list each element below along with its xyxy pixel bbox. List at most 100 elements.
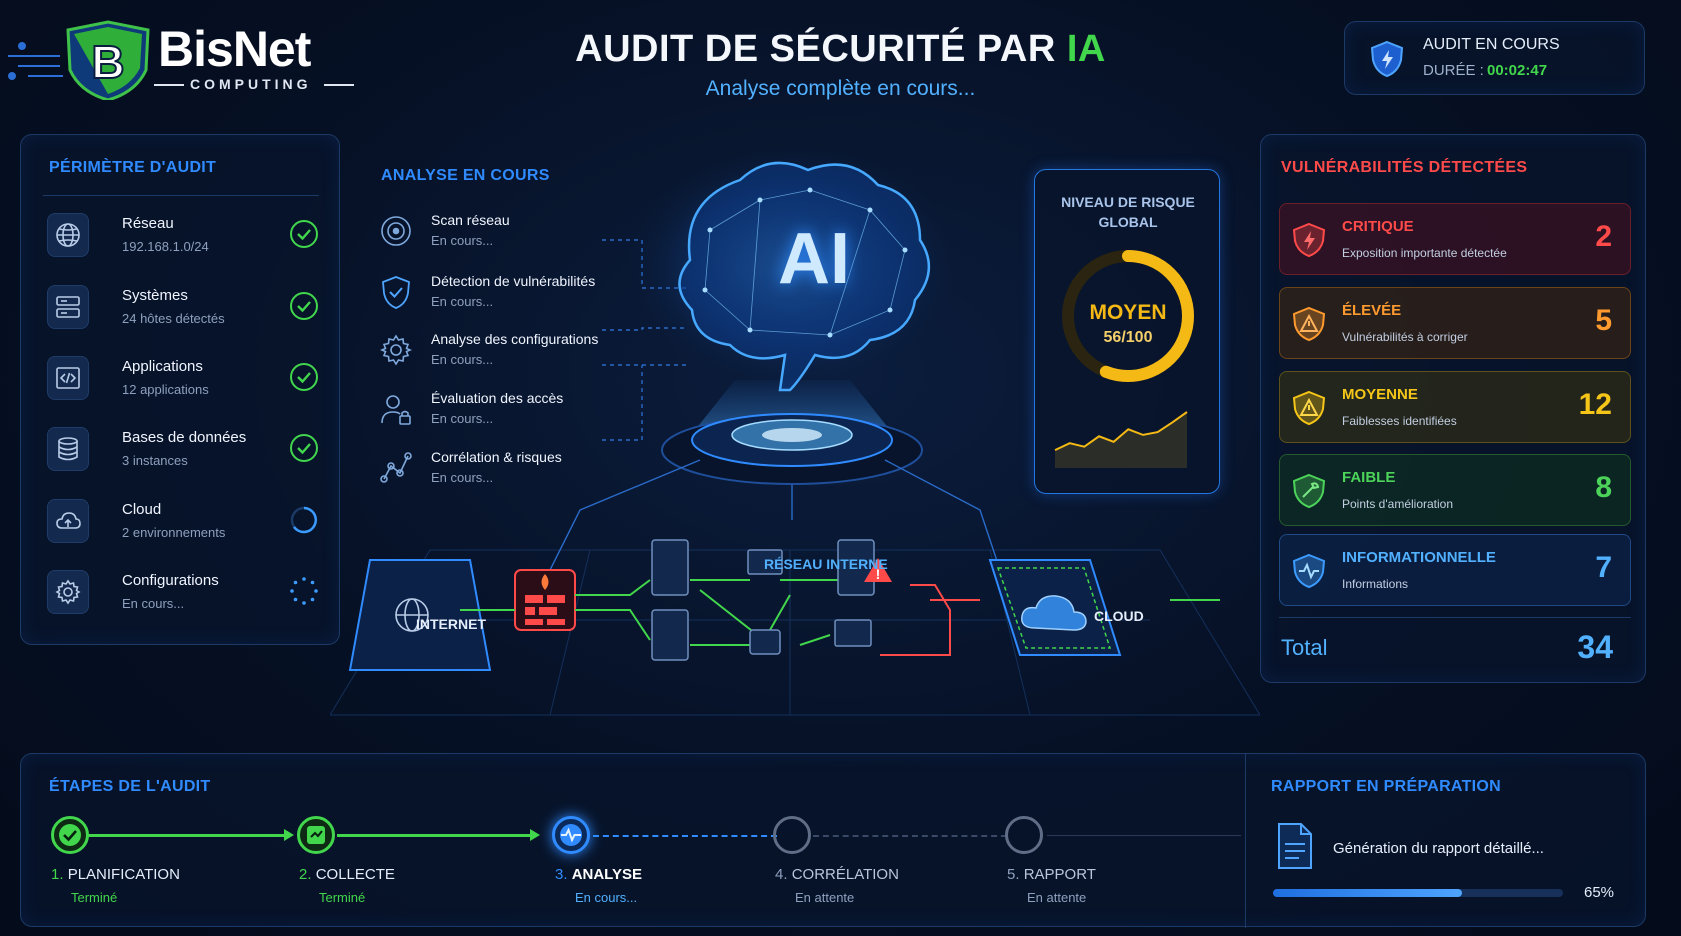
- scope-item-sub: En cours...: [122, 596, 185, 611]
- step-label-rapport: 5. RAPPORT: [1007, 866, 1096, 883]
- scope-item-label: Réseau: [122, 215, 174, 232]
- analysis-spark-icon: [560, 824, 582, 846]
- scope-item-cloud[interactable]: Cloud 2 environnements: [47, 499, 319, 555]
- vuln-card-informationnelle[interactable]: INFORMATIONNELLE Informations 7: [1279, 534, 1631, 606]
- step-name: CORRÉLATION: [791, 866, 899, 883]
- scope-item-configurations[interactable]: Configurations En cours...: [47, 570, 319, 626]
- page-title: AUDIT DE SÉCURITÉ PAR IA: [0, 28, 1681, 71]
- scope-item-sub: 3 instances: [122, 453, 188, 468]
- step-label-correlation: 4. CORRÉLATION: [775, 866, 899, 883]
- scope-title: PÉRIMÈTRE D'AUDIT: [49, 159, 217, 176]
- page-title-main: AUDIT DE SÉCURITÉ PAR: [575, 28, 1067, 70]
- scope-item-databases[interactable]: Bases de données 3 instances: [47, 427, 319, 483]
- duration-label: DURÉE :: [1423, 62, 1484, 79]
- step-status: Terminé: [71, 890, 118, 905]
- report-progress-fill: [1273, 889, 1462, 897]
- vuln-card-elevee[interactable]: ÉLEVÉE Vulnérabilités à corriger 5: [1279, 287, 1631, 359]
- loading-spinner-icon: [290, 506, 318, 534]
- step-node-collecte[interactable]: [297, 816, 335, 854]
- user-lock-icon: [381, 395, 411, 425]
- ai-label: AI: [778, 219, 850, 299]
- vuln-label: FAIBLE: [1342, 469, 1396, 486]
- vuln-card-critique[interactable]: CRITIQUE Exposition importante détectée …: [1279, 203, 1631, 275]
- shield-status-icon: [1370, 40, 1404, 78]
- report-text: Génération du rapport détaillé...: [1333, 840, 1544, 857]
- step-name: PLANIFICATION: [67, 866, 180, 883]
- page-title-accent: IA: [1066, 28, 1106, 70]
- scope-item-sub: 12 applications: [122, 382, 209, 397]
- vuln-count: 12: [1578, 388, 1612, 421]
- risk-score: 56/100: [1103, 329, 1153, 346]
- risk-title: NIVEAU DE RISQUE GLOBAL: [1035, 192, 1221, 232]
- vuln-count: 2: [1595, 220, 1612, 253]
- shield-tool-icon: [1292, 473, 1326, 509]
- step-num: 2.: [299, 866, 312, 883]
- step-status: Terminé: [319, 890, 366, 905]
- check-circle-icon: [290, 220, 318, 248]
- check-icon: [59, 824, 81, 846]
- scope-item-label: Bases de données: [122, 429, 247, 446]
- risk-gauge: [1062, 250, 1194, 382]
- svg-text:!: !: [876, 566, 881, 582]
- arrow-right-icon: [284, 829, 294, 841]
- cloud-node: [988, 559, 1122, 656]
- risk-level: MOYEN: [1089, 301, 1167, 324]
- scope-item-systemes[interactable]: Systèmes 24 hôtes détectés: [47, 285, 319, 341]
- step-num: 3.: [555, 866, 568, 883]
- analysis-item-vulns: Détection de vulnérabilités En cours...: [379, 271, 639, 319]
- brand-sub: COMPUTING: [190, 76, 312, 92]
- step-node-rapport[interactable]: [1005, 816, 1043, 854]
- shield-check-icon: [382, 276, 410, 309]
- report-progress-text: 65%: [1584, 884, 1615, 901]
- risk-trend-chart: [1054, 411, 1188, 468]
- step-label-collecte: 2. COLLECTE: [299, 866, 395, 883]
- database-icon: [47, 427, 89, 471]
- step-name: COLLECTE: [315, 866, 395, 883]
- brand-logo: B BisNet COMPUTING: [8, 20, 358, 100]
- internal-network-label: RÉSEAU INTERNE: [764, 556, 888, 572]
- analysis-item-label: Analyse des configurations: [431, 331, 599, 347]
- report-progress-track: [1273, 889, 1563, 897]
- divider: [1245, 754, 1246, 928]
- step-num: 5.: [1007, 866, 1020, 883]
- analysis-item-correlation: Corrélation & risques En cours...: [379, 447, 639, 495]
- step-label-analyse: 3. ANALYSE: [555, 866, 642, 883]
- firewall-icon: [514, 569, 576, 631]
- internet-node: [348, 559, 492, 671]
- analysis-item-sub: En cours...: [431, 470, 494, 485]
- brand-divider: [324, 84, 354, 86]
- shield-alert-icon: [1292, 222, 1326, 258]
- step-node-correlation[interactable]: [773, 816, 811, 854]
- audit-status-label: AUDIT EN COURS: [1423, 36, 1560, 53]
- server-icon: [47, 285, 89, 329]
- step-name: RAPPORT: [1023, 866, 1096, 883]
- vuln-label: INFORMATIONNELLE: [1342, 549, 1496, 566]
- vuln-card-faible[interactable]: FAIBLE Points d'amélioration 8: [1279, 454, 1631, 526]
- risk-title-line2: GLOBAL: [1098, 214, 1158, 230]
- step-node-planification[interactable]: [51, 816, 89, 854]
- scope-item-label: Cloud: [122, 501, 162, 518]
- analysis-item-sub: En cours...: [431, 233, 494, 248]
- scope-item-reseau[interactable]: Réseau 192.168.1.0/24: [47, 213, 319, 269]
- vuln-card-moyenne[interactable]: MOYENNE Faiblesses identifiées 12: [1279, 371, 1631, 443]
- report-title: RAPPORT EN PRÉPARATION: [1271, 778, 1502, 795]
- shield-warning-icon: [1292, 390, 1326, 426]
- cloud-label: CLOUD: [1094, 608, 1144, 624]
- brand-divider: [154, 84, 184, 86]
- total-label: Total: [1281, 635, 1328, 660]
- pending-dots-icon: [290, 577, 318, 605]
- brain-ai-icon: [627, 145, 957, 392]
- vuln-sub: Points d'amélioration: [1342, 497, 1454, 511]
- analysis-item-label: Scan réseau: [431, 212, 510, 228]
- step-status: En attente: [1027, 890, 1087, 905]
- vuln-label: MOYENNE: [1342, 386, 1418, 403]
- analysis-item-sub: En cours...: [431, 411, 494, 426]
- collect-icon: [307, 826, 325, 844]
- step-node-analyse[interactable]: [552, 816, 590, 854]
- check-circle-icon: [290, 434, 318, 462]
- scope-item-applications[interactable]: Applications 12 applications: [47, 356, 319, 412]
- step-num: 1.: [51, 866, 64, 883]
- gear-icon: [47, 570, 89, 614]
- duration-value: 00:02:47: [1487, 62, 1548, 79]
- risk-gauge-arc: [1062, 250, 1194, 382]
